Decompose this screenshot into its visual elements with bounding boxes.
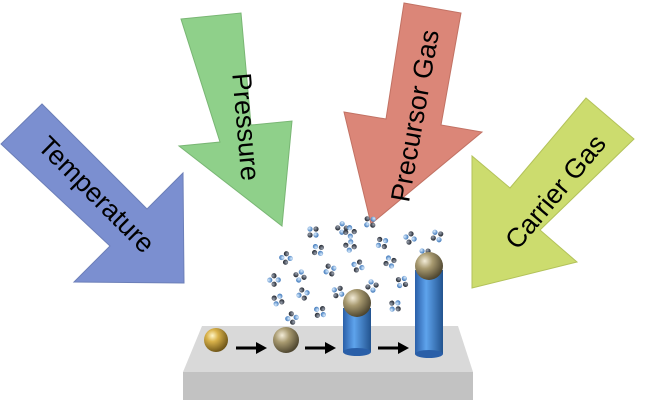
substrate [183, 326, 473, 400]
gas-molecule-icon [375, 236, 389, 250]
gas-molecule-icon [271, 293, 285, 307]
carrier-gas-arrow: Carrier Gas [471, 97, 635, 289]
gas-molecule-icon [312, 244, 324, 256]
temperature-label: Temperature [32, 130, 160, 258]
precursor-gas-arrow: Precursor Gas [343, 2, 484, 225]
gas-molecule-icon [314, 306, 326, 318]
gas-molecule-icon [296, 287, 310, 301]
gas-molecule-icon [364, 216, 376, 228]
gas-molecule-icon [267, 273, 281, 287]
catalyst-particles [204, 252, 443, 353]
nanowire-short [343, 308, 371, 356]
temperature-arrow: Temperature [0, 103, 185, 284]
gas-molecule-icon [331, 285, 345, 299]
growth-step-arrows [236, 342, 409, 354]
gas-molecule-icon [335, 221, 349, 235]
gas-molecule-icon [351, 259, 365, 273]
gas-molecule-icon [279, 251, 293, 265]
nanowire-tall [415, 270, 443, 358]
growth-step-arrow-icon [378, 342, 409, 354]
gas-molecule-icon [395, 275, 409, 289]
growth-step-arrow-icon [236, 342, 267, 354]
gas-molecule-icon [343, 239, 357, 253]
gas-molecule-icon [365, 279, 379, 293]
gas-molecule-icon [323, 263, 337, 277]
gas-molecule-icon [307, 226, 319, 238]
catalyst-particle-icon [415, 252, 443, 280]
gas-molecule-icon [403, 231, 417, 245]
catalyst-particle-icon [343, 289, 371, 317]
gas-molecule-icon [293, 269, 307, 283]
gas-molecule-icon [343, 225, 357, 239]
gas-molecule-icon [389, 300, 401, 312]
growth-step-arrow-icon [305, 342, 336, 354]
pressure-arrow: Pressure [177, 12, 293, 227]
catalyst-particle-icon [204, 328, 228, 352]
gas-molecule-icon [383, 255, 397, 269]
gas-molecule-icon [285, 311, 299, 325]
gas-molecule-icon [430, 229, 444, 243]
catalyst-particle-icon [273, 327, 299, 353]
